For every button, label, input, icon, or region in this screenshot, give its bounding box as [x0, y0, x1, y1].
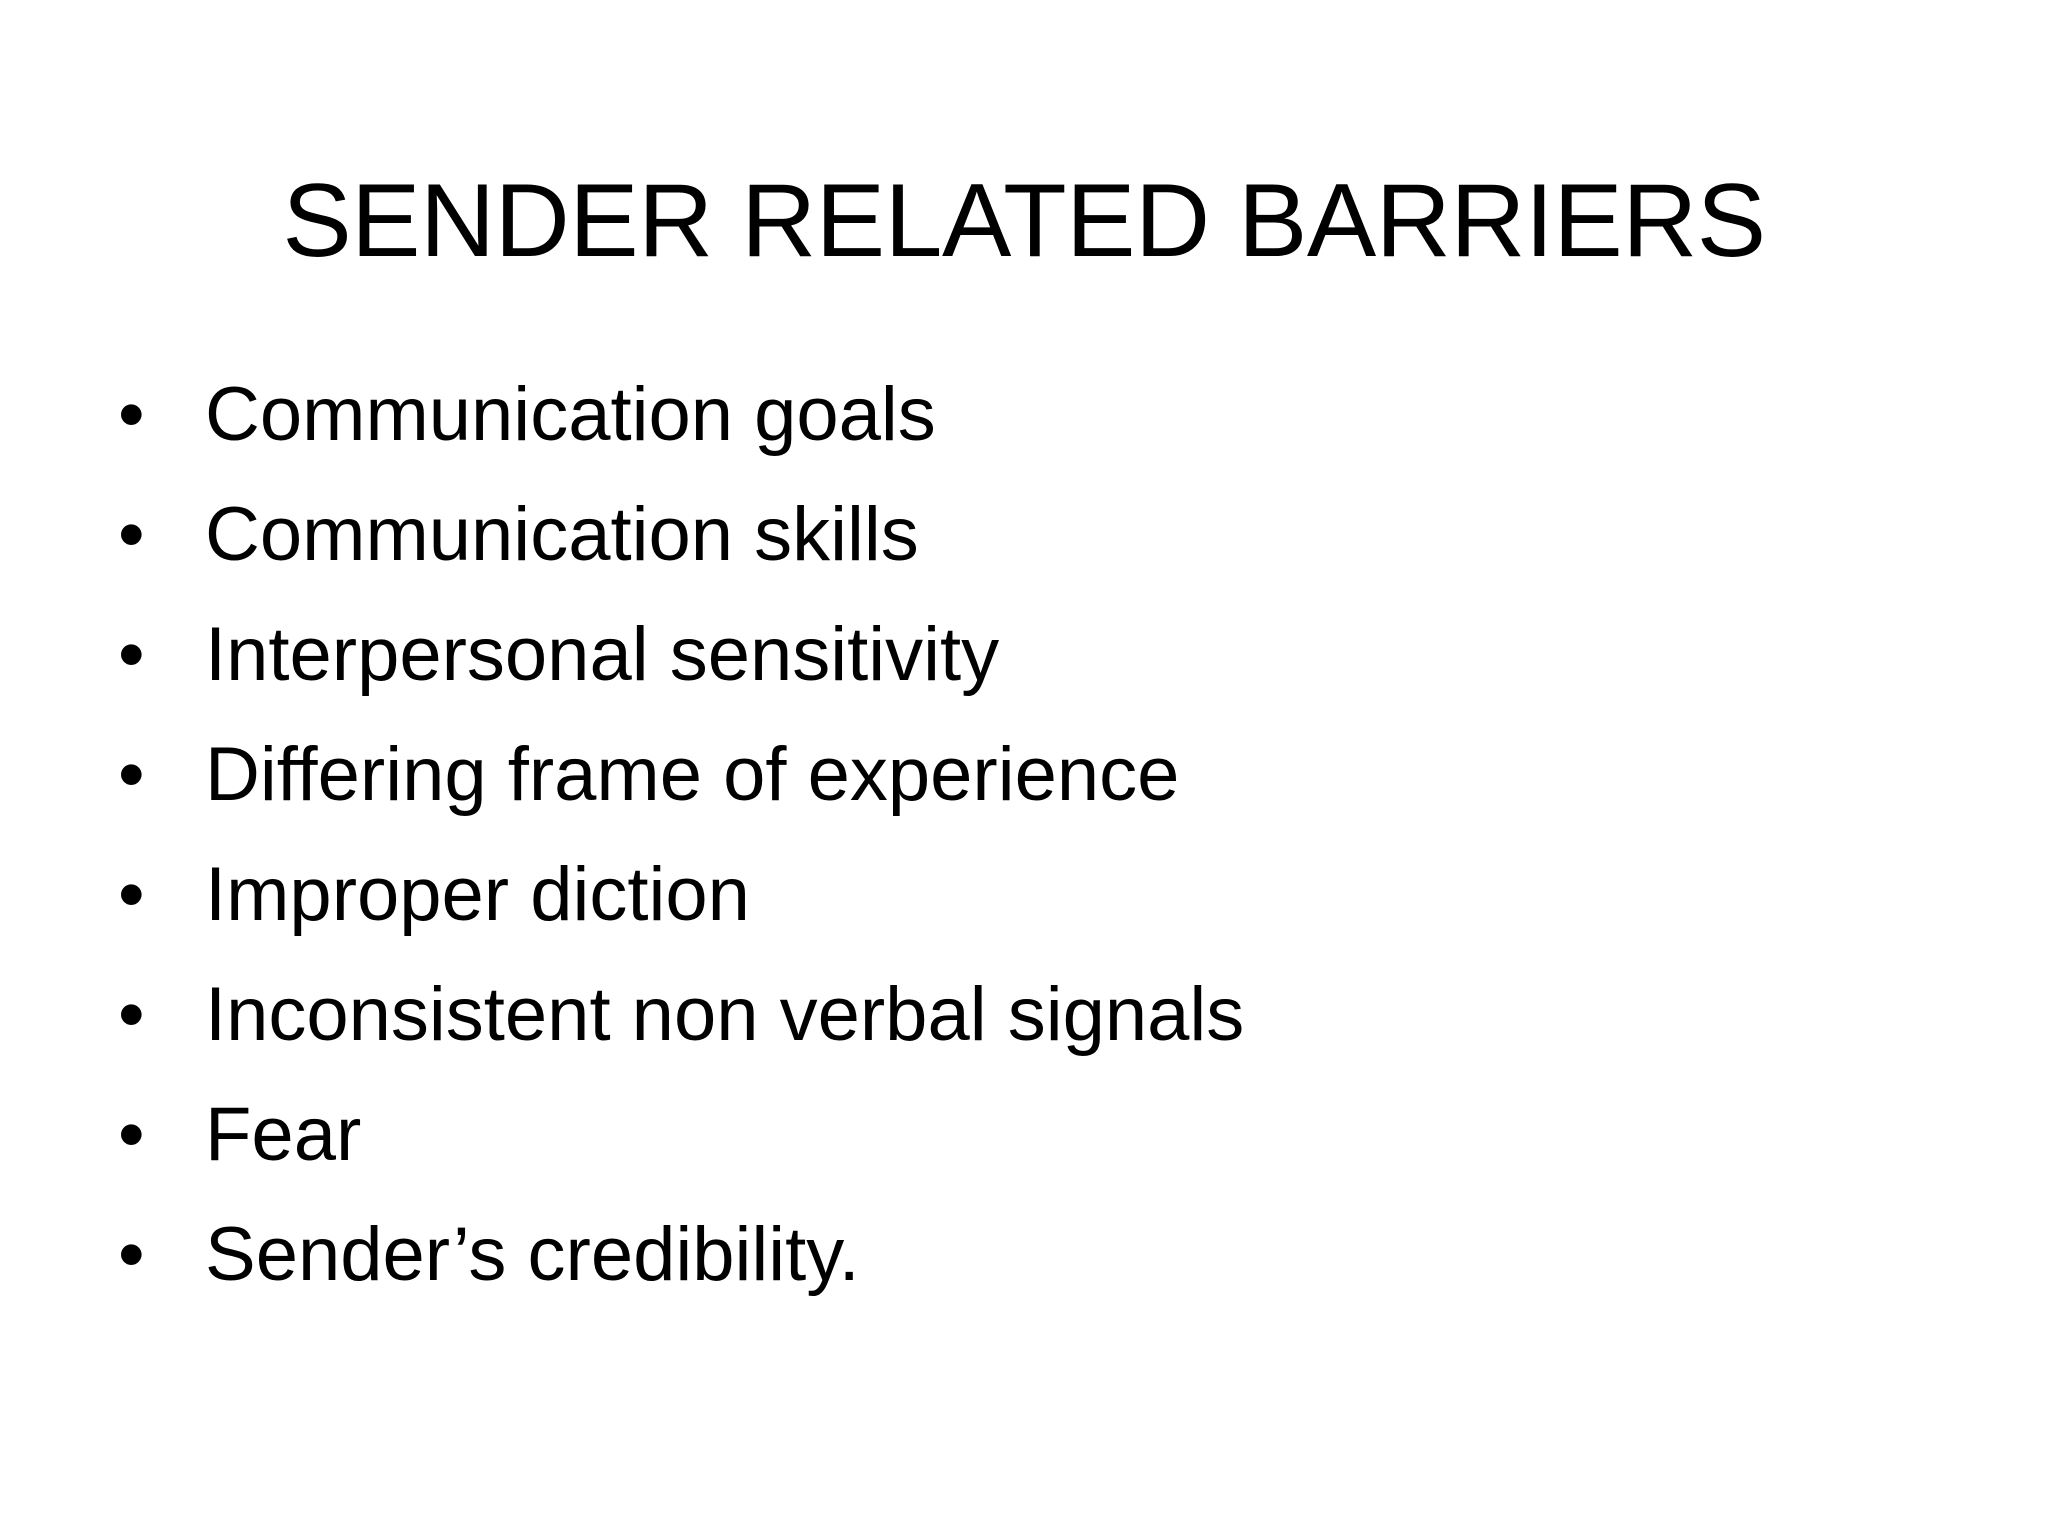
list-item: • Communication goals — [118, 355, 1948, 475]
bullet-point-icon: • — [118, 612, 145, 697]
list-item-label: Improper diction — [205, 852, 750, 937]
list-item-label: Differing frame of experience — [205, 732, 1180, 817]
list-item-label: Communication skills — [205, 492, 919, 577]
list-item-label: Sender’s credibility. — [205, 1212, 860, 1297]
list-item-label: Inconsistent non verbal signals — [205, 972, 1245, 1057]
list-item: • Communication skills — [118, 475, 1948, 595]
list-item-label: Interpersonal sensitivity — [205, 612, 1000, 697]
bullet-point-icon: • — [118, 1092, 145, 1177]
list-item-label: Communication goals — [205, 372, 936, 457]
bullet-point-icon: • — [118, 732, 145, 817]
list-item: • Interpersonal sensitivity — [118, 595, 1948, 715]
slide-title: SENDER RELATED BARRIERS — [282, 162, 1766, 279]
bullet-point-icon: • — [118, 852, 145, 937]
bullet-point-icon: • — [118, 972, 145, 1057]
bullet-point-icon: • — [118, 1212, 145, 1297]
list-item: • Differing frame of experience — [118, 715, 1948, 835]
list-item: • Inconsistent non verbal signals — [118, 955, 1948, 1075]
bullet-list: • Communication goals • Communication sk… — [118, 355, 1948, 1315]
list-item: • Sender’s credibility. — [118, 1195, 1948, 1315]
slide-body: • Communication goals • Communication sk… — [118, 355, 1948, 1315]
list-item: • Fear — [118, 1075, 1948, 1195]
list-item: • Improper diction — [118, 835, 1948, 955]
bullet-point-icon: • — [118, 372, 145, 457]
bullet-point-icon: • — [118, 492, 145, 577]
list-item-label: Fear — [205, 1092, 362, 1177]
